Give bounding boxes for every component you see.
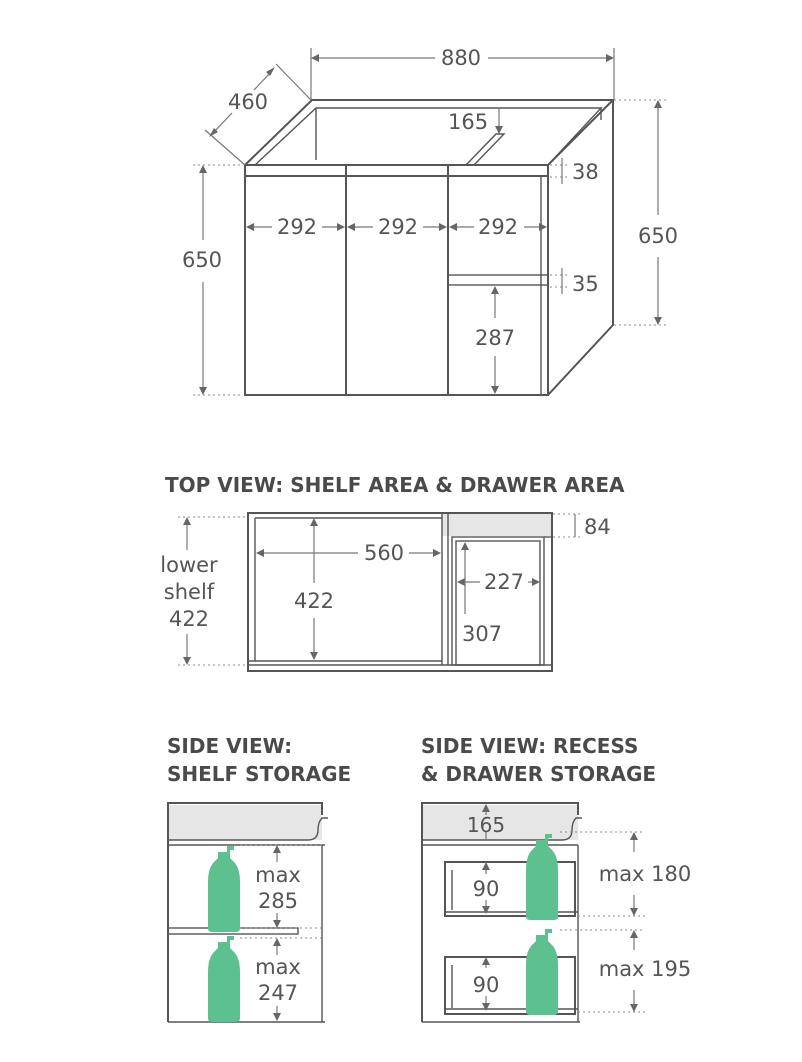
depth-label: 460: [228, 90, 268, 114]
recess-offset-label: 84: [584, 515, 611, 539]
top-view: TOP VIEW: SHELF AREA & DRAWER AREA lower…: [160, 473, 625, 672]
bottle-icon: [208, 846, 240, 932]
side-drawer-heading-2: & DRAWER STORAGE: [421, 762, 656, 786]
side-view-shelf: SIDE VIEW: SHELF STORAGE max 285 max 247: [167, 734, 351, 1023]
drawer-width-label: 227: [484, 570, 524, 594]
side-shelf-heading-1: SIDE VIEW:: [167, 734, 292, 758]
upper-max-side-label: max 180: [599, 862, 692, 886]
bottle-icon: [526, 929, 558, 1015]
top-view-recess-area: [442, 514, 551, 536]
bottle-icon: [526, 834, 558, 920]
shelf-width-label: 560: [364, 541, 404, 565]
height-left-label: 650: [182, 248, 222, 272]
front-view: 880 460 165 38 650 650: [182, 46, 678, 396]
recess-inner: [254, 107, 603, 166]
cabinet-front: [244, 164, 549, 396]
lower-drawer-height-label: 90: [473, 973, 500, 997]
drawer-top-rail: [447, 274, 549, 286]
recess-depth-side-label: 165: [467, 813, 505, 837]
shelf-depth-label: 422: [294, 589, 334, 613]
shelf-top-recess: [168, 817, 328, 841]
door-width-1-label: 292: [277, 215, 317, 239]
bottle-icon: [208, 936, 240, 1022]
side-view-drawer: SIDE VIEW: RECESS & DRAWER STORAGE 165 9…: [421, 734, 692, 1023]
drawer-depth-label: 307: [462, 622, 502, 646]
upper-max-value: 285: [258, 889, 298, 913]
width-overall-label: 880: [441, 46, 481, 70]
top-view-outline: [247, 512, 553, 672]
cabinet-back-outline: [244, 99, 614, 396]
lower-max-label: max: [255, 955, 301, 979]
drawer-gap-label: 35: [572, 272, 599, 296]
lower-max-side-label: max 195: [599, 957, 692, 981]
lower-max-value: 247: [258, 981, 298, 1005]
lower-drawer: [444, 956, 576, 1015]
recess-top: [422, 817, 582, 841]
top-view-heading: TOP VIEW: SHELF AREA & DRAWER AREA: [165, 473, 625, 497]
upper-drawer-height-label: 90: [473, 877, 500, 901]
height-right-label: 650: [638, 224, 678, 248]
recess-depth-label: 165: [448, 110, 488, 134]
door-width-2-label: 292: [378, 215, 418, 239]
door-width-3-label: 292: [478, 215, 518, 239]
side-drawer-heading-1: SIDE VIEW: RECESS: [421, 734, 638, 758]
upper-drawer: [444, 861, 576, 917]
drawer-height-label: 287: [475, 326, 515, 350]
lower-shelf-label-1: lower: [160, 553, 218, 577]
top-thickness-label: 38: [572, 160, 599, 184]
lower-shelf-label-2: shelf: [164, 580, 215, 604]
lower-shelf-value: 422: [169, 607, 209, 631]
upper-max-label: max: [255, 863, 301, 887]
side-shelf-heading-2: SHELF STORAGE: [167, 762, 351, 786]
recess-partition: [465, 133, 506, 166]
